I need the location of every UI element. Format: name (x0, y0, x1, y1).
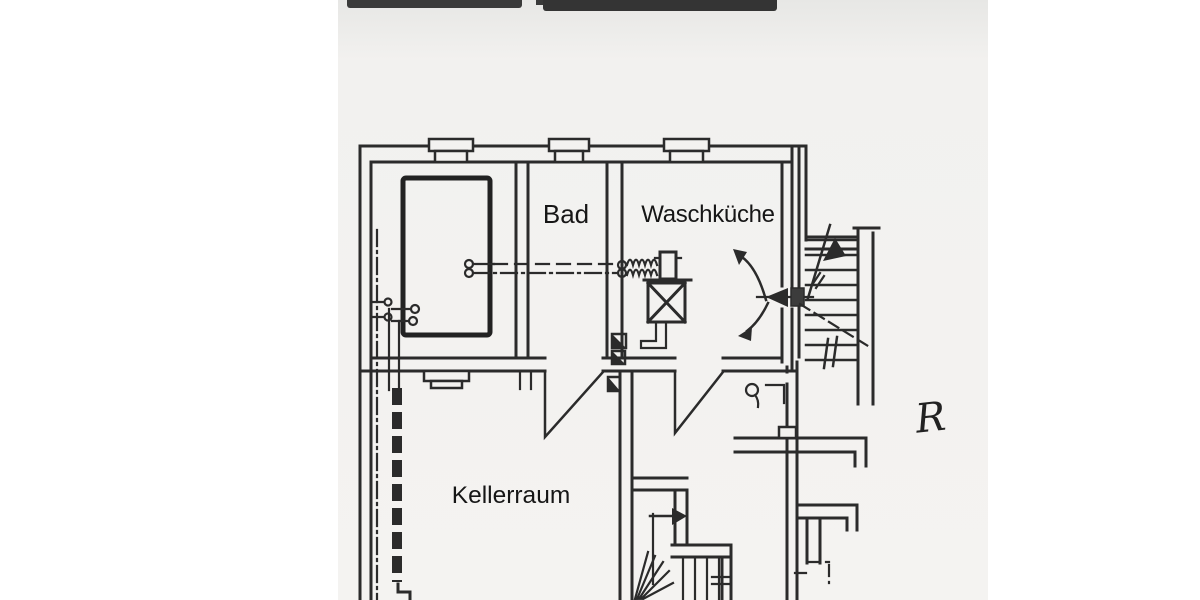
window-symbol (662, 137, 711, 164)
stair-arrowhead (823, 238, 846, 261)
heater-tank (369, 175, 493, 392)
exterior-staircase (798, 223, 881, 406)
window-symbols (427, 137, 711, 164)
handwritten-r-annotation: R (912, 394, 948, 443)
circulation-arrows (733, 249, 770, 341)
corridor-walls (733, 360, 868, 600)
entrance-door-marker (755, 287, 815, 307)
key-symbol (744, 382, 760, 409)
room-label-waschkueche: Waschküche (641, 201, 775, 228)
door-thresholds (422, 369, 786, 405)
entrance-arrow (766, 288, 788, 307)
window-symbol (547, 137, 591, 164)
interior-staircase (618, 370, 733, 600)
winder-treads (633, 550, 675, 600)
boiler-washer-unit (639, 250, 693, 350)
dashed-pipe-run (463, 258, 659, 280)
door-swings (543, 369, 725, 441)
room-label-bad: Bad (543, 199, 589, 229)
flue-shaft-squares (606, 332, 628, 393)
window-symbol (427, 137, 475, 164)
stair-direction-arrowhead (672, 508, 687, 525)
stair-break-line (798, 302, 870, 348)
photo-edge-bar-left (347, 0, 522, 8)
photo-edge-bars (347, 0, 777, 11)
photo-edge-bar-right (543, 0, 777, 11)
arrowhead-up (733, 249, 747, 265)
room-label-kellerraum: Kellerraum (452, 482, 570, 509)
door-swing (543, 369, 605, 441)
pipe-coil (625, 258, 659, 270)
door-swing (673, 369, 725, 437)
arrowhead-down (738, 327, 752, 341)
photo-edge-bar-notch (536, 0, 544, 5)
pipe-coil (625, 268, 659, 280)
drain-pipe (639, 320, 668, 350)
